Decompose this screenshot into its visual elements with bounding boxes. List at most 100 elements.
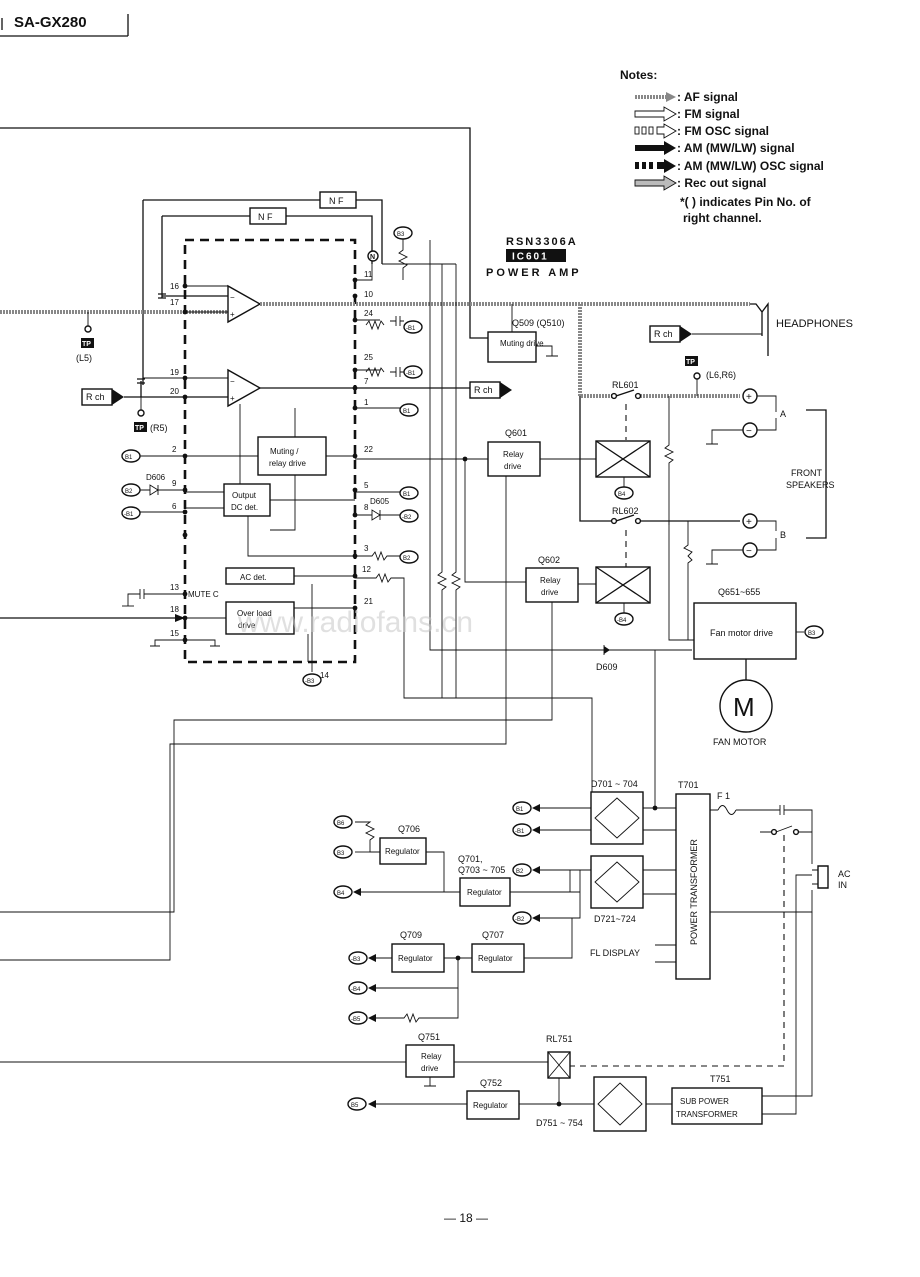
svg-text:13: 13 — [170, 583, 179, 592]
svg-text:MUTE C: MUTE C — [188, 590, 219, 599]
svg-text:B3: B3 — [808, 631, 816, 637]
svg-text:Fan motor drive: Fan motor drive — [710, 628, 773, 638]
tp-l6r6-label: (L6,R6) — [706, 370, 736, 380]
svg-text:M: M — [733, 692, 755, 722]
notes-legend: Notes: : AF signal : FM signal : — [620, 68, 824, 225]
note-am: : AM (MW/LW) signal — [677, 141, 795, 155]
svg-text:B1: B1 — [516, 807, 524, 813]
svg-text:Relay: Relay — [421, 1052, 441, 1061]
svg-text:B6: B6 — [337, 821, 345, 827]
svg-text:16: 16 — [170, 282, 179, 291]
ic-internal-blocks: Muting / relay drive Output DC det. AC d… — [0, 404, 593, 820]
model-title: SA-GX280 — [14, 14, 87, 31]
relay-drive-blocks: Q601 Relay drive Q602 Relay drive — [0, 428, 596, 961]
svg-text:B1: B1 — [403, 409, 411, 415]
front-speakers-label-2: SPEAKERS — [786, 480, 835, 490]
svg-text:drive: drive — [238, 621, 256, 630]
fm-signal-arrow-icon — [634, 106, 677, 122]
svg-text:B2: B2 — [516, 869, 524, 875]
note-fm-osc: : FM OSC signal — [677, 124, 769, 138]
power-transformer-label: POWER TRANSFORMER — [689, 839, 699, 945]
fm-osc-signal-arrow-icon — [634, 123, 677, 139]
svg-text:Regulator: Regulator — [467, 888, 502, 897]
svg-text:RL751: RL751 — [546, 1034, 573, 1044]
model-header: SA-GX280 — [0, 14, 129, 37]
svg-text:TRANSFORMER: TRANSFORMER — [676, 1110, 738, 1119]
svg-text:-B1: -B1 — [124, 512, 134, 518]
note-fm: : FM signal — [677, 107, 740, 121]
svg-text:TP: TP — [135, 425, 144, 432]
svg-text:TP: TP — [82, 341, 91, 348]
svg-text:-B3: -B3 — [351, 957, 361, 963]
ic-ref: IC601 — [512, 252, 549, 263]
svg-text:6: 6 — [172, 502, 177, 511]
svg-text:RL602: RL602 — [612, 506, 639, 516]
ic-part-number: RSN3306A — [506, 236, 578, 248]
svg-text:+: + — [746, 517, 752, 528]
svg-text:-B3: -B3 — [305, 679, 315, 685]
svg-text:8: 8 — [364, 503, 369, 512]
svg-text:9: 9 — [172, 479, 177, 488]
svg-text:18: 18 — [170, 605, 179, 614]
svg-text:Q751: Q751 — [418, 1032, 440, 1042]
svg-text:−: − — [746, 426, 752, 437]
nf-box-lower — [249, 207, 287, 225]
svg-text:B3: B3 — [397, 232, 405, 238]
svg-text:Q752: Q752 — [480, 1078, 502, 1088]
ic-right-pins: 11 10 24 25 7 1 -B1 -B1 B1 N B3 — [260, 226, 470, 417]
svg-text:relay drive: relay drive — [269, 459, 306, 468]
amp-upper-symbol — [227, 284, 262, 324]
svg-text:F 1: F 1 — [717, 791, 730, 801]
note-pin-1: *( ) indicates Pin No. of — [680, 195, 812, 209]
svg-text:Q703 ~ 705: Q703 ~ 705 — [458, 865, 505, 875]
muting-drive-block: Q509 (Q510) Muting drive — [487, 304, 565, 363]
svg-text:drive: drive — [541, 588, 559, 597]
svg-text:B4: B4 — [337, 891, 345, 897]
svg-text:RL601: RL601 — [612, 380, 639, 390]
ac-in-label-1: AC — [838, 869, 851, 879]
svg-text:-B2: -B2 — [515, 917, 525, 923]
svg-text:drive: drive — [504, 462, 522, 471]
power-supply-section: D701 ~ 704 D721~724 T701 POWER TRANSFORM… — [0, 650, 851, 1132]
svg-text:+: + — [230, 394, 235, 403]
svg-text:22: 22 — [364, 445, 373, 454]
front-speakers-label-1: FRONT — [791, 468, 822, 478]
svg-text:Output: Output — [232, 491, 257, 500]
svg-text:Q707: Q707 — [482, 930, 504, 940]
svg-text:B1: B1 — [403, 492, 411, 498]
svg-text:SUB POWER: SUB POWER — [680, 1097, 729, 1106]
svg-text:21: 21 — [364, 597, 373, 606]
svg-text:5: 5 — [364, 481, 369, 490]
svg-text:Relay: Relay — [503, 450, 523, 459]
svg-text:Q651~655: Q651~655 — [718, 587, 760, 597]
headphones-label: HEADPHONES — [776, 318, 853, 330]
svg-text:B: B — [780, 530, 786, 540]
svg-text:R ch: R ch — [86, 392, 105, 402]
amp-lower-symbol — [227, 368, 262, 408]
svg-text:-B4: -B4 — [617, 618, 627, 624]
svg-text:D609: D609 — [596, 662, 618, 672]
ic-label: RSN3306A IC601 POWER AMP — [486, 236, 582, 279]
svg-text:TP: TP — [686, 359, 695, 366]
svg-text:15: 15 — [170, 629, 179, 638]
ic-name: POWER AMP — [486, 267, 582, 279]
note-af: : AF signal — [677, 90, 738, 104]
headphones-jack: R ch HEADPHONES — [649, 302, 853, 356]
watermark-text: www.radiofans.cn — [237, 606, 473, 639]
svg-text:7: 7 — [364, 377, 369, 386]
svg-text:−: − — [230, 293, 235, 302]
svg-text:N: N — [370, 254, 375, 261]
svg-text:-B1: -B1 — [515, 829, 525, 835]
svg-text:17: 17 — [170, 298, 179, 307]
svg-text:R ch: R ch — [474, 385, 493, 395]
ic601-outline — [183, 238, 357, 664]
fan-motor-label: FAN MOTOR — [713, 737, 767, 747]
svg-text:-B5: -B5 — [351, 1017, 361, 1023]
tp-l5-label: (L5) — [76, 353, 92, 363]
svg-text:A: A — [780, 409, 786, 419]
fl-display-label: FL DISPLAY — [590, 948, 640, 958]
svg-text:Muting drive: Muting drive — [500, 339, 544, 348]
svg-text:Q601: Q601 — [505, 428, 527, 438]
